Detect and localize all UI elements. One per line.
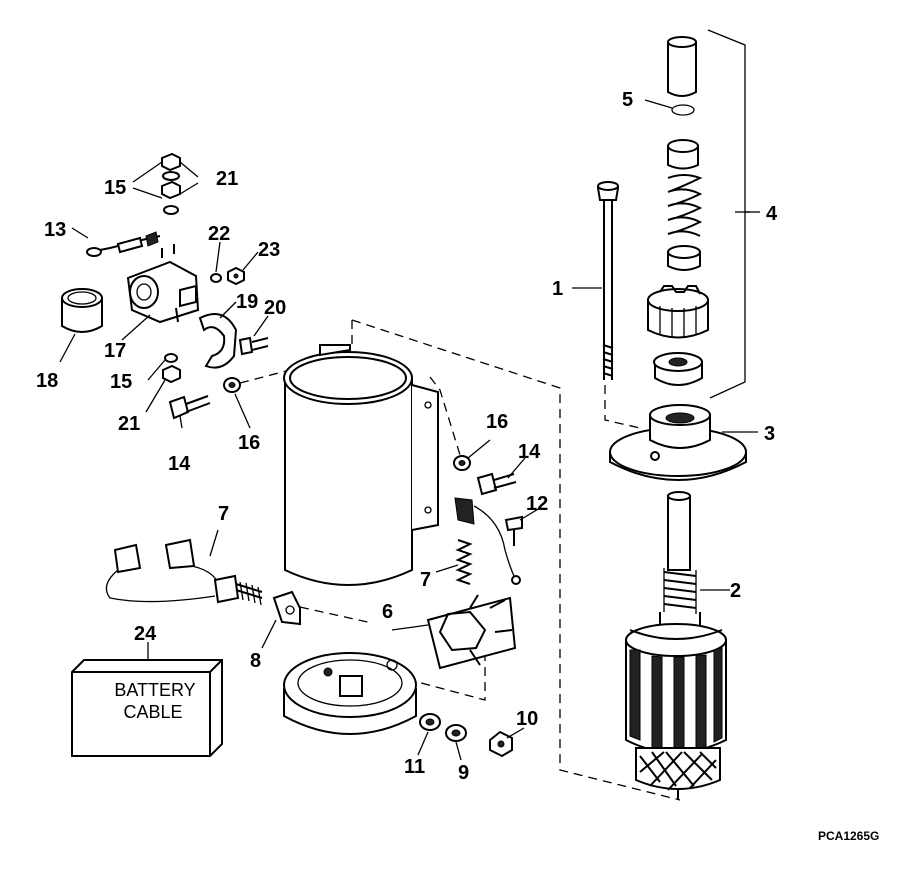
battery-lead-brushes — [105, 538, 263, 606]
callout-23: 23 — [258, 239, 280, 261]
callout-7-lower: 7 — [420, 569, 431, 591]
leader-lines — [59, 99, 758, 761]
callout-18: 18 — [36, 370, 58, 392]
through-bolt — [596, 181, 620, 380]
callout-20: 20 — [264, 297, 286, 319]
figure-code: PCA1265G — [818, 829, 879, 843]
callout-24: 24 — [134, 623, 157, 645]
callout-11: 11 — [404, 756, 425, 778]
callout-16-left: 16 — [238, 432, 260, 454]
brush-screw — [504, 515, 523, 546]
callout-8: 8 — [250, 650, 261, 672]
callout-17: 17 — [104, 340, 126, 362]
terminal-clip — [272, 590, 301, 626]
callout-15-upper: 15 — [104, 177, 126, 199]
commutator-end-cap — [283, 652, 417, 735]
callout-1: 1 — [552, 278, 563, 300]
battery-cable-label-line1: BATTERY — [114, 680, 195, 700]
solenoid-assembly — [61, 152, 269, 384]
battery-cable-box: BATTERY CABLE — [71, 659, 223, 757]
callout-7-upper: 7 — [218, 503, 229, 525]
terminal-hardware — [419, 713, 513, 758]
callout-9: 9 — [458, 762, 469, 784]
callout-16-right: 16 — [486, 411, 508, 433]
callout-22: 22 — [208, 223, 230, 245]
drive-end-cap — [609, 404, 747, 481]
callout-15-lower: 15 — [110, 371, 132, 393]
callout-13: 13 — [44, 219, 66, 241]
callout-12: 12 — [526, 493, 548, 515]
mounting-bolts — [168, 395, 517, 496]
callout-labels: 1 2 3 4 5 6 7 7 8 9 10 11 12 13 14 14 15… — [36, 89, 778, 784]
callout-5: 5 — [622, 89, 633, 111]
callout-14-left: 14 — [168, 453, 191, 475]
brush-plate — [426, 594, 517, 670]
callout-3: 3 — [764, 423, 775, 445]
callout-19: 19 — [236, 291, 258, 313]
callout-21-upper: 21 — [216, 168, 238, 190]
callout-4: 4 — [766, 203, 778, 225]
drive-assembly-bracket — [707, 29, 760, 399]
callout-2: 2 — [730, 580, 741, 602]
drive-assembly — [647, 36, 709, 386]
callout-14-right: 14 — [518, 441, 541, 463]
callout-10: 10 — [516, 708, 538, 730]
armature — [625, 491, 727, 800]
callout-21-lower: 21 — [118, 413, 140, 435]
lock-washers — [223, 377, 471, 471]
battery-cable-label-line2: CABLE — [123, 702, 182, 722]
callout-6: 6 — [382, 601, 393, 623]
assembly-guide-lines — [239, 319, 681, 801]
motor-frame — [283, 344, 439, 586]
brush-set — [454, 497, 521, 585]
